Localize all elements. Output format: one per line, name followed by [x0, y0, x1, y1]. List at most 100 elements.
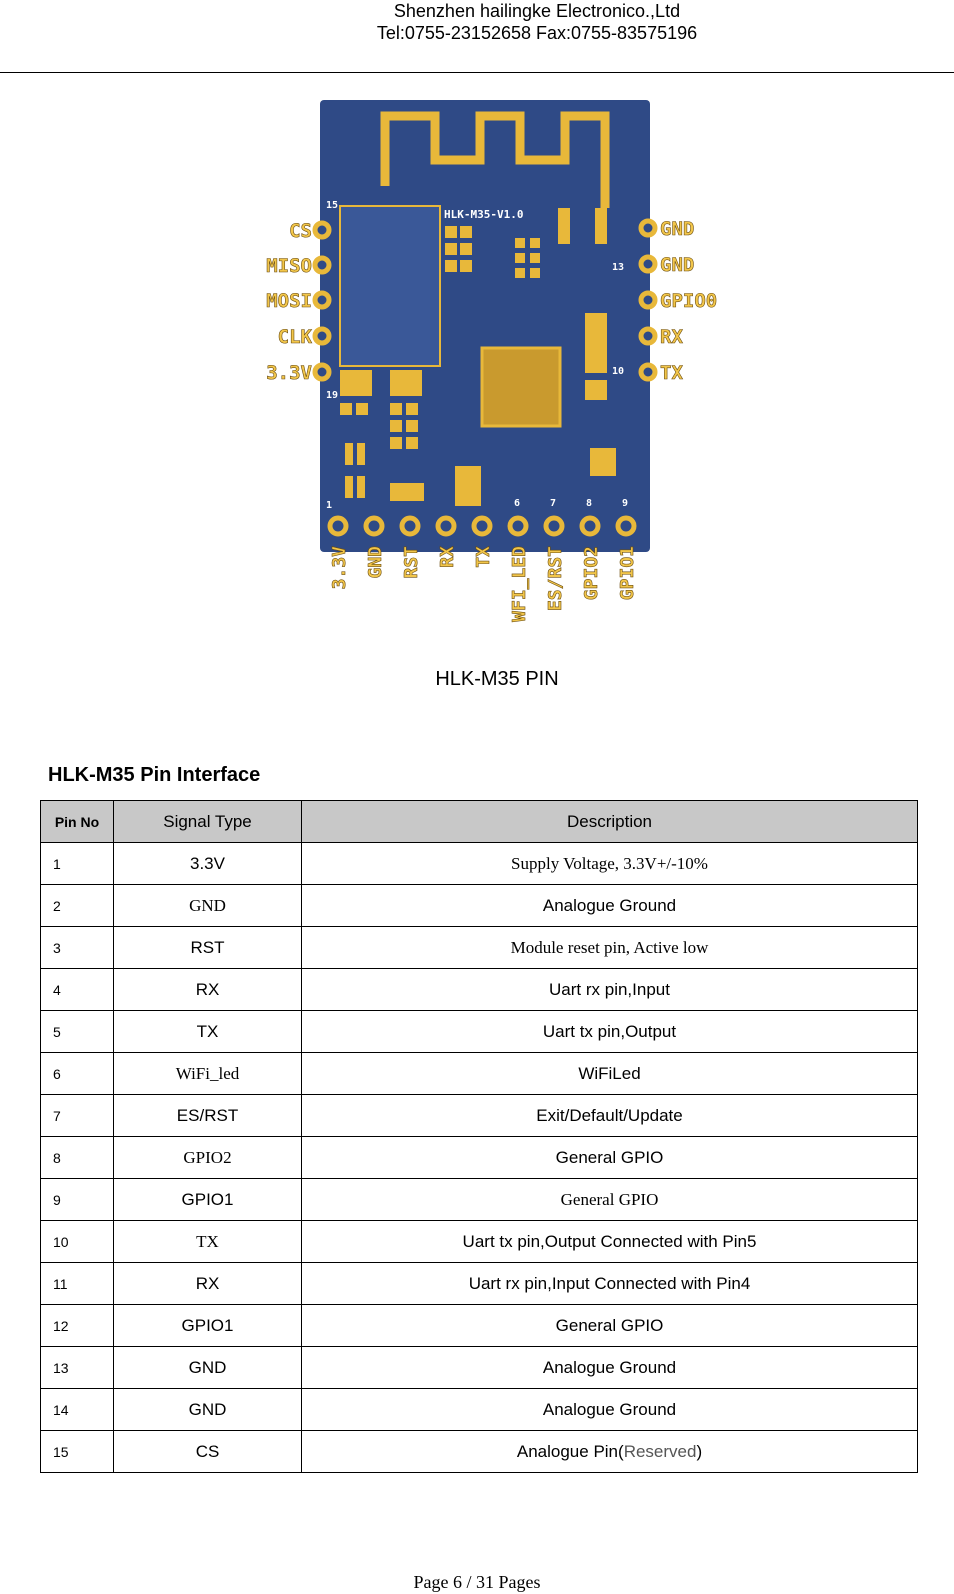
pin-label-gnd-bottom: GND	[365, 546, 386, 579]
pin-label-gpio1: GPIO1	[617, 546, 638, 600]
left-pin-labels: CS MISO MOSI CLK 3.3V	[266, 220, 313, 385]
board-number-19: 19	[326, 390, 338, 401]
description-end: )	[696, 1441, 703, 1461]
table-row: 8 GPIO2 General GPIO	[40, 1136, 918, 1179]
pin-number: 13	[40, 1346, 114, 1389]
pin-number: 3	[40, 926, 114, 969]
pcb-illustration: HLK-M35-V1.0 15 13 10 19 1 6 7 8 9 CS MI…	[266, 100, 718, 622]
main-chip	[480, 346, 562, 428]
pin-label-gnd-2: GND	[660, 254, 694, 276]
description: Uart rx pin,Input Connected with Pin4	[301, 1262, 918, 1305]
pin-label-gpio2: GPIO2	[581, 546, 602, 600]
board-number-7: 7	[550, 498, 556, 509]
board-number-8: 8	[586, 498, 592, 509]
pin-number: 4	[40, 968, 114, 1011]
bottom-edge-pads	[327, 515, 637, 537]
board-number-6: 6	[514, 498, 520, 509]
board-number-15: 15	[326, 200, 338, 211]
pin-label-miso: MISO	[266, 255, 312, 277]
header-divider	[0, 72, 954, 73]
pin-label-rx-right: RX	[660, 326, 683, 348]
description: Exit/Default/Update	[301, 1094, 918, 1137]
description: Supply Voltage, 3.3V+/-10%	[301, 842, 918, 885]
signal-type: GPIO2	[113, 1136, 302, 1179]
table-row: 11 RX Uart rx pin,Input Connected with P…	[40, 1262, 918, 1305]
pin-label-tx-bottom: TX	[473, 546, 494, 568]
pin-table: Pin No Signal Type Description 1 3.3V Su…	[40, 800, 918, 1473]
signal-type: RX	[113, 968, 302, 1011]
signal-type: 3.3V	[113, 842, 302, 885]
signal-type: GND	[113, 1346, 302, 1389]
pin-number: 2	[40, 884, 114, 927]
signal-type: TX	[113, 1220, 302, 1263]
pin-number: 14	[40, 1388, 114, 1431]
description: Analogue Pin(Reserved)	[301, 1430, 918, 1473]
header-pin-no: Pin No	[40, 800, 114, 843]
description-main: Analogue Pin(	[516, 1441, 624, 1461]
description: Analogue Ground	[301, 1346, 918, 1389]
pin-label-es-rst: ES/RST	[545, 546, 566, 611]
signal-type: GPIO1	[113, 1178, 302, 1221]
description-reserved: Reserved	[623, 1441, 697, 1461]
pin-number: 1	[40, 842, 114, 885]
signal-type: TX	[113, 1010, 302, 1053]
figure-caption: HLK-M35 PIN	[435, 668, 559, 690]
page-footer: Page 6 / 31 Pages	[413, 1572, 541, 1592]
pin-label-gpio0: GPIO0	[660, 290, 717, 312]
pin-number: 9	[40, 1178, 114, 1221]
pin-label-clk: CLK	[278, 326, 313, 348]
signal-type: GPIO1	[113, 1304, 302, 1347]
table-row: 4 RX Uart rx pin,Input	[40, 968, 918, 1011]
right-edge-pads	[638, 218, 658, 382]
board-number-9: 9	[622, 498, 628, 509]
table-row: 7 ES/RST Exit/Default/Update	[40, 1094, 918, 1137]
description: Analogue Ground	[301, 1388, 918, 1431]
table-row: 9 GPIO1 General GPIO	[40, 1178, 918, 1221]
signal-type: GND	[113, 1388, 302, 1431]
smd-pads	[340, 208, 616, 506]
table-row: 14 GND Analogue Ground	[40, 1388, 918, 1431]
description: Analogue Ground	[301, 884, 918, 927]
header-signal-type: Signal Type	[113, 800, 302, 843]
pin-label-wifi-led: WFI_LED	[509, 546, 530, 622]
pin-number: 10	[40, 1220, 114, 1263]
pin-label-3v3-bottom: 3.3V	[329, 546, 350, 590]
pin-label-mosi: MOSI	[266, 290, 312, 312]
pin-label-tx-right: TX	[660, 362, 683, 384]
pin-number: 12	[40, 1304, 114, 1347]
pin-label-cs: CS	[289, 220, 312, 242]
board-label: HLK-M35-V1.0	[444, 208, 523, 221]
signal-type: RX	[113, 1262, 302, 1305]
pin-number: 5	[40, 1010, 114, 1053]
table-row: 15 CS Analogue Pin(Reserved)	[40, 1430, 918, 1473]
signal-type: RST	[113, 926, 302, 969]
shield-can	[339, 205, 441, 367]
right-pin-labels: GND GND GPIO0 RX TX	[660, 218, 718, 385]
pin-number: 6	[40, 1052, 114, 1095]
description: Uart rx pin,Input	[301, 968, 918, 1011]
left-edge-pads	[312, 220, 332, 382]
header-description: Description	[301, 800, 918, 843]
company-contact: Tel:0755-23152658 Fax:0755-83575196	[376, 23, 698, 43]
board-number-13: 13	[612, 262, 624, 273]
table-row: 6 WiFi_led WiFiLed	[40, 1052, 918, 1095]
description: WiFiLed	[301, 1052, 918, 1095]
pin-label-rx-bottom: RX	[437, 546, 458, 568]
table-row: 10 TX Uart tx pin,Output Connected with …	[40, 1220, 918, 1263]
description: General GPIO	[301, 1178, 918, 1221]
section-title: HLK-M35 Pin Interface	[48, 764, 261, 786]
pin-number: 15	[40, 1430, 114, 1473]
table-row: 3 RST Module reset pin, Active low	[40, 926, 918, 969]
description: General GPIO	[301, 1136, 918, 1179]
board-number-10: 10	[612, 366, 624, 377]
description: General GPIO	[301, 1304, 918, 1347]
pin-number: 7	[40, 1094, 114, 1137]
antenna-trace	[380, 111, 610, 208]
pin-number: 11	[40, 1262, 114, 1305]
signal-type: CS	[113, 1430, 302, 1473]
table-row: 2 GND Analogue Ground	[40, 884, 918, 927]
signal-type: WiFi_led	[113, 1052, 302, 1095]
description: Uart tx pin,Output Connected with Pin5	[301, 1220, 918, 1263]
board-number-1: 1	[326, 500, 332, 511]
description: Uart tx pin,Output	[301, 1010, 918, 1053]
